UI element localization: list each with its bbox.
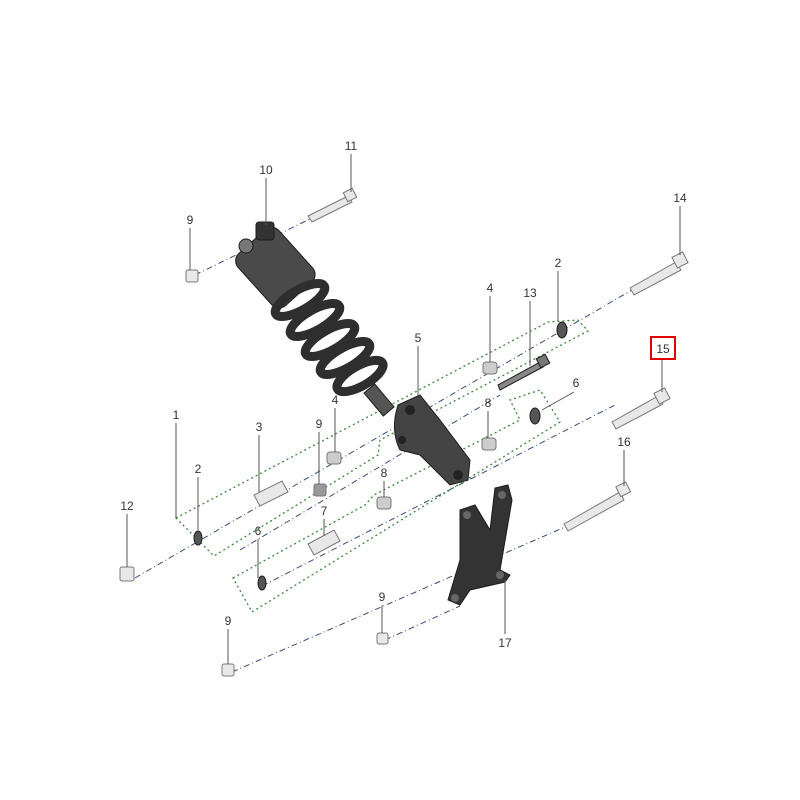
parts [119,187,689,677]
part-16-bolt[interactable] [563,491,625,532]
highlight-box-15 [650,336,676,360]
part-9-nut[interactable] [376,632,389,645]
part-12-nut[interactable] [119,566,135,582]
part-2-washer[interactable] [556,321,568,339]
callout-7[interactable]: 7 [321,504,328,518]
callout-12[interactable]: 12 [120,499,134,513]
part-14-bolt[interactable] [629,261,682,296]
part-4-bushing[interactable] [326,451,342,465]
part-8-bushing[interactable] [376,496,392,510]
part-10-shock-absorber[interactable] [232,221,395,417]
callout-13[interactable]: 13 [523,286,537,300]
part-9-nut[interactable] [313,483,327,497]
part-15-bolt[interactable] [611,395,664,430]
part-2-washer[interactable] [193,530,203,546]
part-6-washer[interactable] [529,407,541,425]
callout-4[interactable]: 4 [487,281,494,295]
callout-2[interactable]: 2 [195,462,202,476]
callout-2[interactable]: 2 [555,256,562,270]
callout-17[interactable]: 17 [498,636,512,650]
part-8-bushing[interactable] [481,437,497,451]
callout-3[interactable]: 3 [256,420,263,434]
callout-4[interactable]: 4 [332,393,339,407]
part-3-pin[interactable] [253,480,289,507]
callout-10[interactable]: 10 [259,163,273,177]
part-7-pin[interactable] [307,529,341,556]
callout-6[interactable]: 6 [573,376,580,390]
part-9-nut[interactable] [185,269,199,283]
callout-15[interactable]: 15 [656,342,670,356]
callout-9[interactable]: 9 [316,417,323,431]
callout-1[interactable]: 1 [173,408,180,422]
callout-8[interactable]: 8 [381,466,388,480]
group-outlines [174,319,590,613]
part-6-washer[interactable] [257,575,267,591]
callout-11[interactable]: 11 [345,139,358,153]
part-4-bushing[interactable] [482,361,498,375]
part-9-nut[interactable] [221,663,235,677]
callout-5[interactable]: 5 [415,331,422,345]
callout-8[interactable]: 8 [485,396,492,410]
callout-9[interactable]: 9 [187,213,194,227]
callouts: 11 10 9 14 2 4 13 5 15 6 4 8 1 3 9 2 16 … [120,139,687,664]
part-11-bolt[interactable] [307,195,353,223]
part-17-link[interactable] [447,484,513,606]
callout-14[interactable]: 14 [673,191,687,205]
axis-lines [134,217,633,673]
callout-9[interactable]: 9 [225,614,232,628]
callout-16[interactable]: 16 [617,435,631,449]
part-5-rocker[interactable] [394,394,471,486]
callout-9[interactable]: 9 [379,590,386,604]
callout-6[interactable]: 6 [255,524,262,538]
